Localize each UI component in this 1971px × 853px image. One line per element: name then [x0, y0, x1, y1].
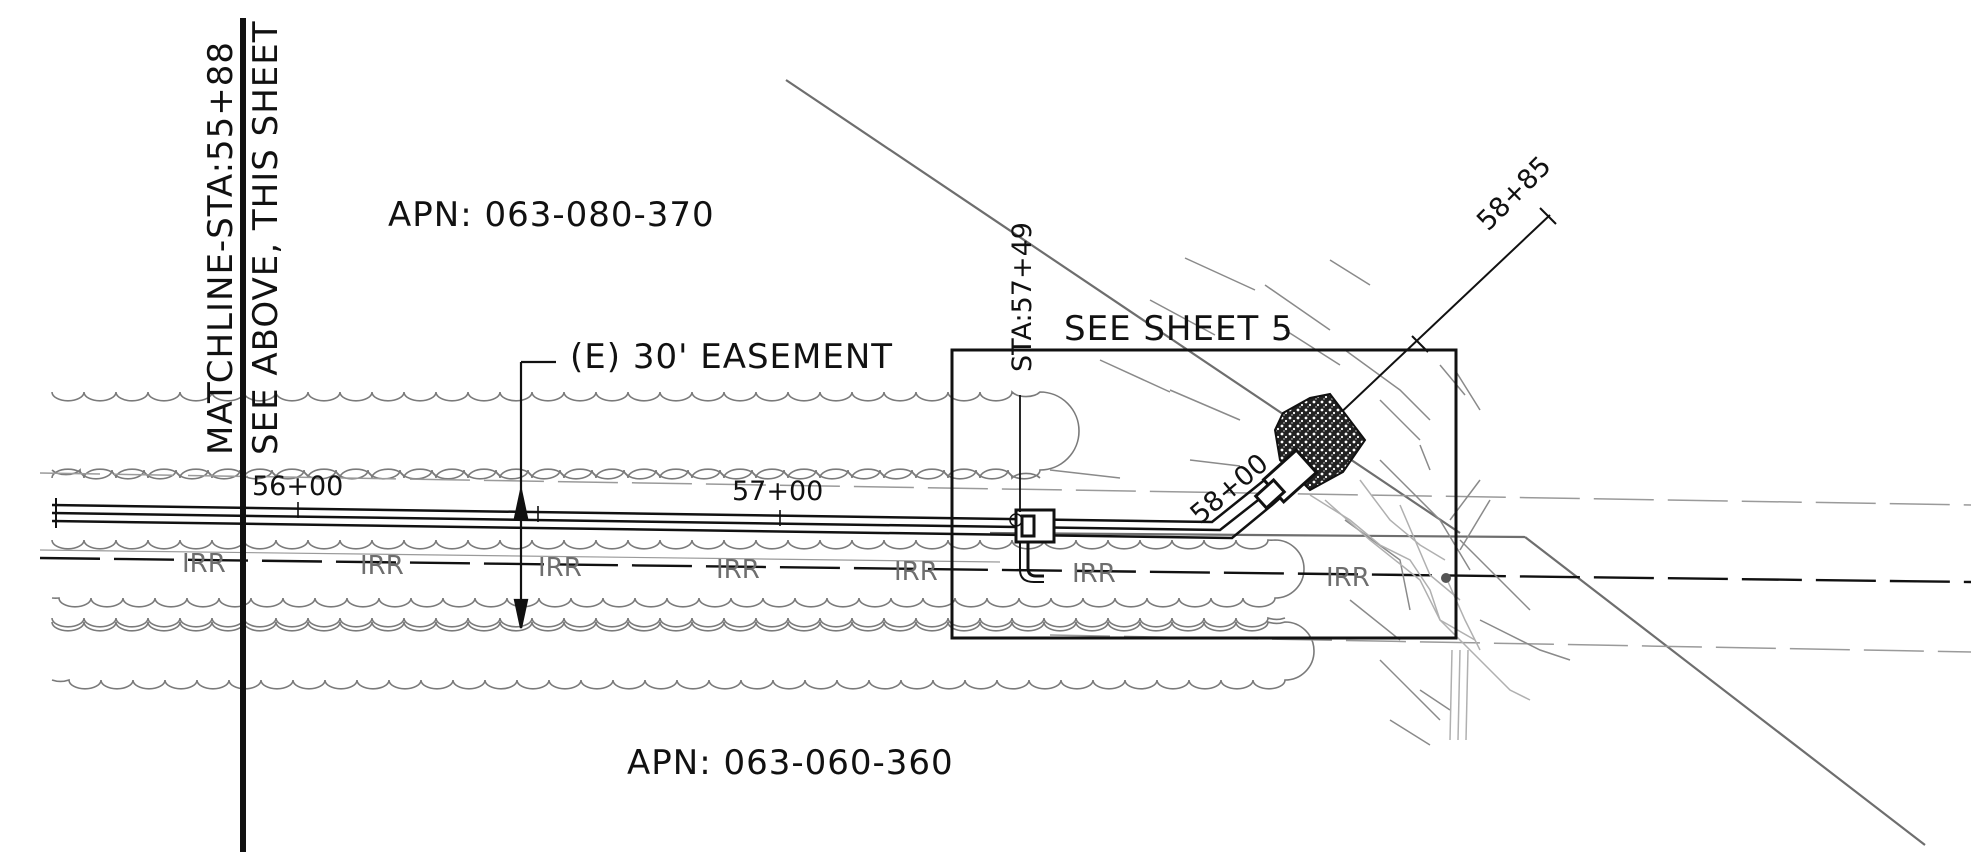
contour-dash	[1479, 619, 1571, 661]
vegetation-band-north	[51, 390, 1080, 480]
drainage-line	[1444, 574, 1481, 651]
irr-label: IRR	[1072, 559, 1116, 589]
irr-labels: IRR IRR IRR IRR IRR IRR IRR	[182, 549, 1370, 593]
irr-label: IRR	[360, 551, 404, 581]
contour-dash	[1264, 284, 1331, 331]
outlet-collar	[1253, 477, 1287, 511]
contour-dash	[1344, 349, 1431, 421]
contour-dash	[1379, 659, 1441, 721]
contour-dash	[1349, 599, 1401, 641]
tee-outlet-pipe	[1026, 542, 1044, 578]
easement-arrow-down	[513, 598, 529, 629]
vegetation-band-north-lower	[51, 468, 1041, 480]
irr-label: IRR	[894, 557, 938, 587]
parcel-line-northeast	[785, 79, 1461, 534]
contour-dash	[1049, 469, 1121, 479]
drainage-line	[1359, 479, 1446, 561]
matchline-station-label: MATCHLINE-STA:55+88	[201, 41, 241, 455]
contour-dash	[1439, 364, 1466, 396]
drainage-lines	[1309, 479, 1531, 741]
contour-dash	[1389, 719, 1431, 746]
survey-point	[1441, 573, 1451, 583]
station-label-5700: 57+00	[732, 476, 823, 507]
outlet-structure	[1253, 448, 1319, 511]
easement-label: (E) 30' EASEMENT	[570, 337, 893, 377]
drainage-line	[1457, 649, 1461, 741]
contour-dash	[1099, 359, 1171, 393]
vegetation-band-south-lower	[51, 620, 1315, 690]
alignment-end-tick	[1539, 207, 1557, 225]
detail-callout-box	[950, 348, 1458, 640]
dashed-lines	[39, 472, 1971, 653]
contour-dash	[1454, 369, 1481, 411]
drainage-line	[1449, 649, 1453, 741]
easement-line-north	[39, 472, 1971, 506]
irr-label: IRR	[716, 555, 760, 585]
matchline-note-label: SEE ABOVE, THIS SHEET	[246, 21, 286, 456]
station-label-5885: 58+85	[1471, 150, 1558, 237]
contour-dash	[1459, 539, 1531, 611]
apn-north-label: APN: 063-080-370	[388, 195, 715, 235]
irr-label: IRR	[1326, 563, 1370, 593]
easement-dimension	[513, 360, 556, 629]
valve-symbol	[1009, 513, 1023, 527]
junction-box-inner	[1020, 514, 1036, 538]
contour-dash	[1419, 444, 1431, 471]
drainage-line	[1309, 494, 1531, 701]
see-sheet-label: SEE SHEET 5	[1064, 309, 1294, 349]
parcel-line-south	[989, 531, 1526, 539]
station-ticks	[297, 502, 781, 526]
easement-arrow-up	[513, 489, 529, 520]
structure-5749	[1009, 508, 1056, 583]
vegetation-band-south	[51, 616, 1286, 628]
irr-label: IRR	[182, 549, 226, 579]
parcel-line-southeast	[1524, 536, 1926, 846]
pipeline-line-north	[51, 452, 1299, 524]
contour-dash	[1184, 257, 1256, 291]
drainage-line	[1324, 499, 1476, 641]
contour-dash	[1379, 399, 1421, 441]
sta-5749-label: STA:57+49	[1007, 222, 1038, 372]
tee-outlet-pipe-inner	[1019, 542, 1044, 583]
irr-label: IRR	[538, 553, 582, 583]
contour-dash	[1419, 689, 1451, 711]
station-label-5600: 56+00	[252, 471, 343, 502]
contour-lines	[1049, 257, 1571, 746]
contour-dash	[1329, 259, 1371, 286]
contour-dash	[1459, 499, 1491, 551]
contour-dash	[1169, 389, 1241, 421]
contour-dash	[1149, 299, 1216, 336]
contour-dash	[1189, 459, 1241, 467]
vegetation-band-middle	[51, 539, 1305, 608]
contour-dash	[1284, 329, 1341, 366]
apn-south-label: APN: 063-060-360	[627, 743, 954, 783]
drainage-line	[1399, 504, 1461, 601]
drainage-line	[1465, 649, 1469, 741]
parcel-lines	[785, 79, 1926, 846]
irrigation-line	[39, 556, 1971, 584]
contour-dash	[1379, 459, 1471, 571]
